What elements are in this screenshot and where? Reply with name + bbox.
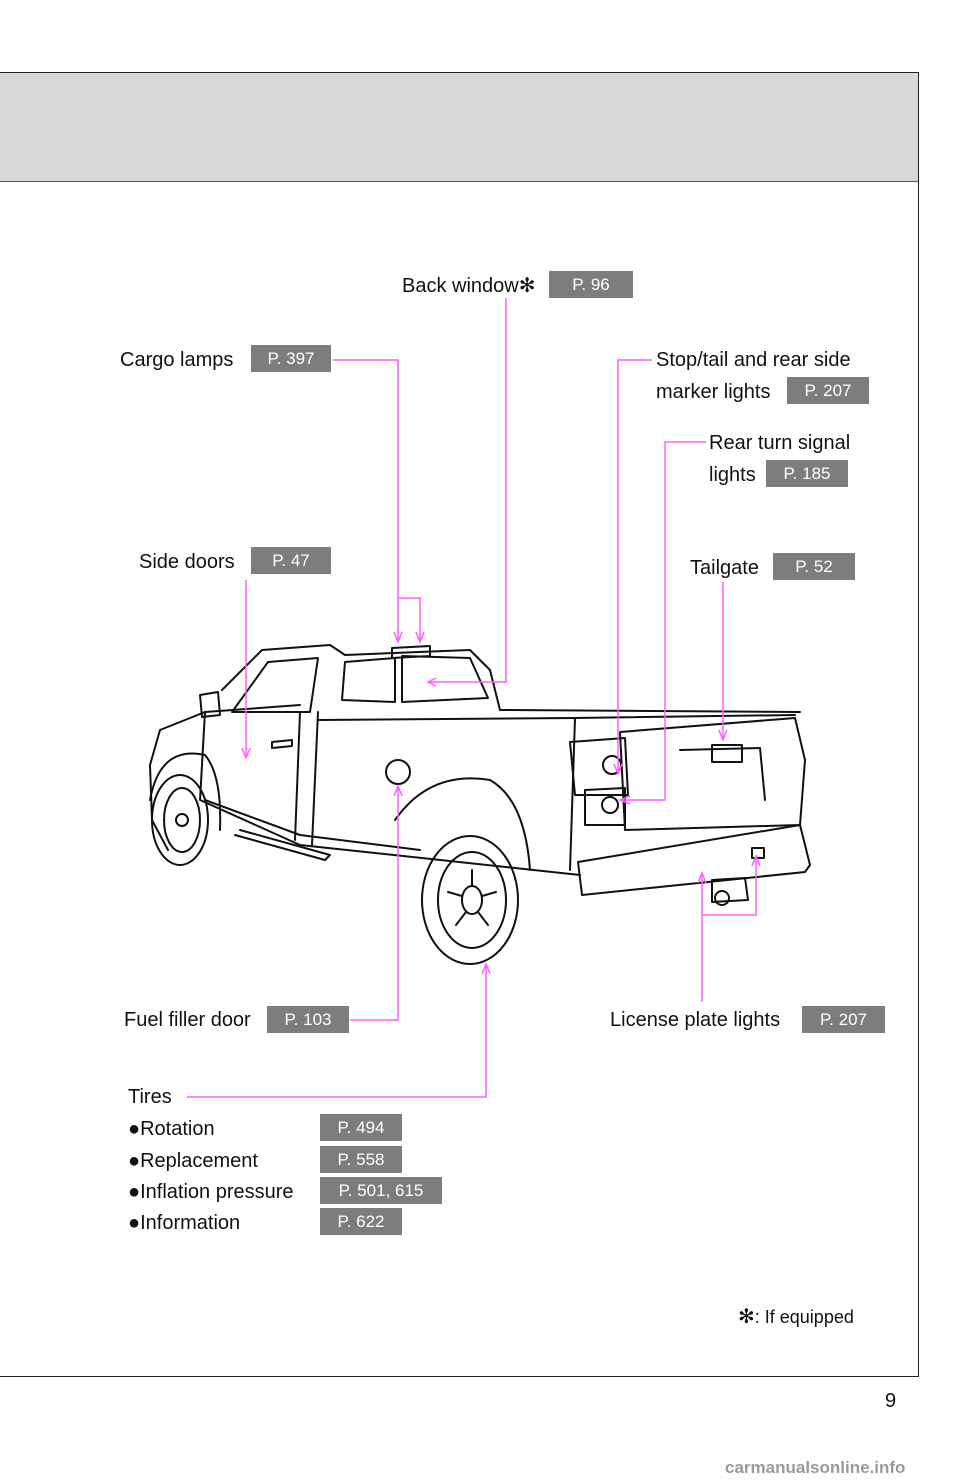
cargo-lamps-label: Cargo lamps (120, 349, 234, 371)
asterisk-icon: ✻ (518, 275, 536, 297)
bullet-icon: ● (128, 1181, 141, 1203)
asterisk-icon: ✻ (738, 1306, 755, 1328)
stop-tail-label-line1: Stop/tail and rear side (656, 349, 851, 371)
rear-turn-label-line1: Rear turn signal (709, 432, 851, 454)
tires-item-replacement: ●Replacement (128, 1150, 258, 1172)
tires-inflation-page-tag[interactable]: P. 501, 615 (320, 1177, 442, 1204)
rear-turn-label-line2: lights (709, 464, 756, 486)
rear-turn-page-tag[interactable]: P. 185 (766, 460, 848, 487)
tires-replacement-page-tag[interactable]: P. 558 (320, 1146, 402, 1173)
bullet-icon: ● (128, 1212, 141, 1234)
leader-back-window (430, 298, 507, 683)
license-plate-page-tag[interactable]: P. 207 (802, 1006, 885, 1033)
leader-lines (187, 298, 761, 1098)
back-window-page-tag[interactable]: P. 96 (549, 271, 633, 298)
bullet-icon: ● (128, 1118, 141, 1140)
header-band (0, 72, 919, 182)
side-doors-label: Side doors (139, 551, 235, 573)
page-frame (0, 72, 919, 1377)
cargo-lamps-page-tag[interactable]: P. 397 (251, 345, 331, 372)
leader-rear-turn (622, 441, 706, 801)
truck-body-outline (149, 644, 811, 965)
tires-item-rotation: ●Rotation (128, 1118, 215, 1140)
tires-item-information: ●Information (128, 1212, 241, 1234)
footnote: ✻: If equipped (738, 1306, 854, 1328)
watermark: carmanualsonline.info (725, 1458, 906, 1477)
tailgate-label: Tailgate (690, 557, 759, 579)
leader-back-window-arrow (426, 677, 437, 687)
fuel-filler-label: Fuel filler door (124, 1009, 251, 1031)
page-number: 9 (885, 1390, 897, 1412)
leader-cargo-lamps (333, 359, 421, 640)
leader-stop-tail (617, 359, 652, 772)
bullet-icon: ● (128, 1150, 141, 1172)
back-window-label: Back window✻ (402, 275, 536, 297)
tailgate-page-tag[interactable]: P. 52 (773, 553, 855, 580)
fuel-filler-page-tag[interactable]: P. 103 (267, 1006, 349, 1033)
license-plate-label: License plate lights (610, 1009, 781, 1031)
stop-tail-label-line2: marker lights (656, 381, 771, 403)
stop-tail-page-tag[interactable]: P. 207 (787, 377, 869, 404)
leader-tires (187, 966, 487, 1098)
leader-fuel-filler (350, 788, 399, 1021)
side-doors-page-tag[interactable]: P. 47 (251, 547, 331, 574)
tires-title: Tires (128, 1086, 172, 1108)
tires-item-inflation: ●Inflation pressure (128, 1181, 294, 1203)
tires-information-page-tag[interactable]: P. 622 (320, 1208, 402, 1235)
tires-rotation-page-tag[interactable]: P. 494 (320, 1114, 402, 1141)
